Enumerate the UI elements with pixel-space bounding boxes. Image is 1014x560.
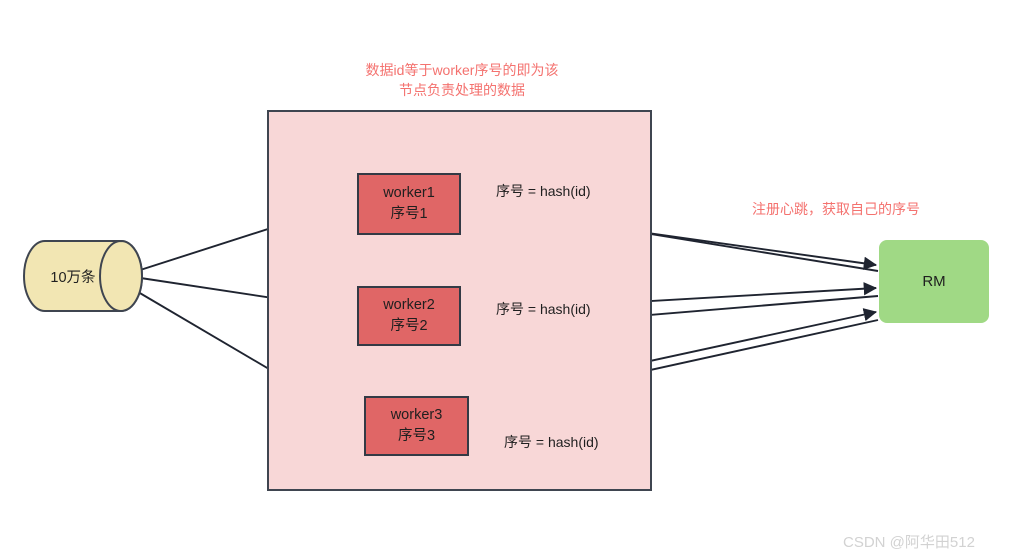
rm-label: RM [922, 273, 946, 290]
datastore-label: 10万条 [50, 269, 96, 286]
rm-node[interactable]: RM [879, 240, 989, 323]
worker-name: worker2 [383, 297, 435, 314]
edge-label-hash-2: 序号 = hash(id) [496, 301, 591, 317]
worker-seq: 序号3 [397, 428, 436, 444]
datastore-cylinder: 10万条 [23, 240, 143, 312]
worker-node-3[interactable]: worker3 序号3 [364, 396, 469, 456]
worker-name: worker3 [390, 407, 443, 424]
worker-seq: 序号2 [390, 318, 428, 334]
worker-node-1[interactable]: worker1 序号1 [357, 173, 461, 235]
edge-label-hash-3: 序号 = hash(id) [504, 434, 599, 450]
rm-annotation: 注册心跳，获取自己的序号 [752, 201, 920, 217]
worker-node-2[interactable]: worker2 序号2 [357, 286, 461, 346]
top-annotation: 数据id等于worker序号的即为该 节点负责处理的数据 [365, 62, 559, 99]
cylinder-icon [23, 240, 143, 312]
worker-seq: 序号1 [390, 206, 428, 222]
edge-label-hash-1: 序号 = hash(id) [496, 183, 591, 199]
watermark: CSDN @阿华田512 [843, 534, 975, 551]
worker-name: worker1 [383, 185, 435, 202]
